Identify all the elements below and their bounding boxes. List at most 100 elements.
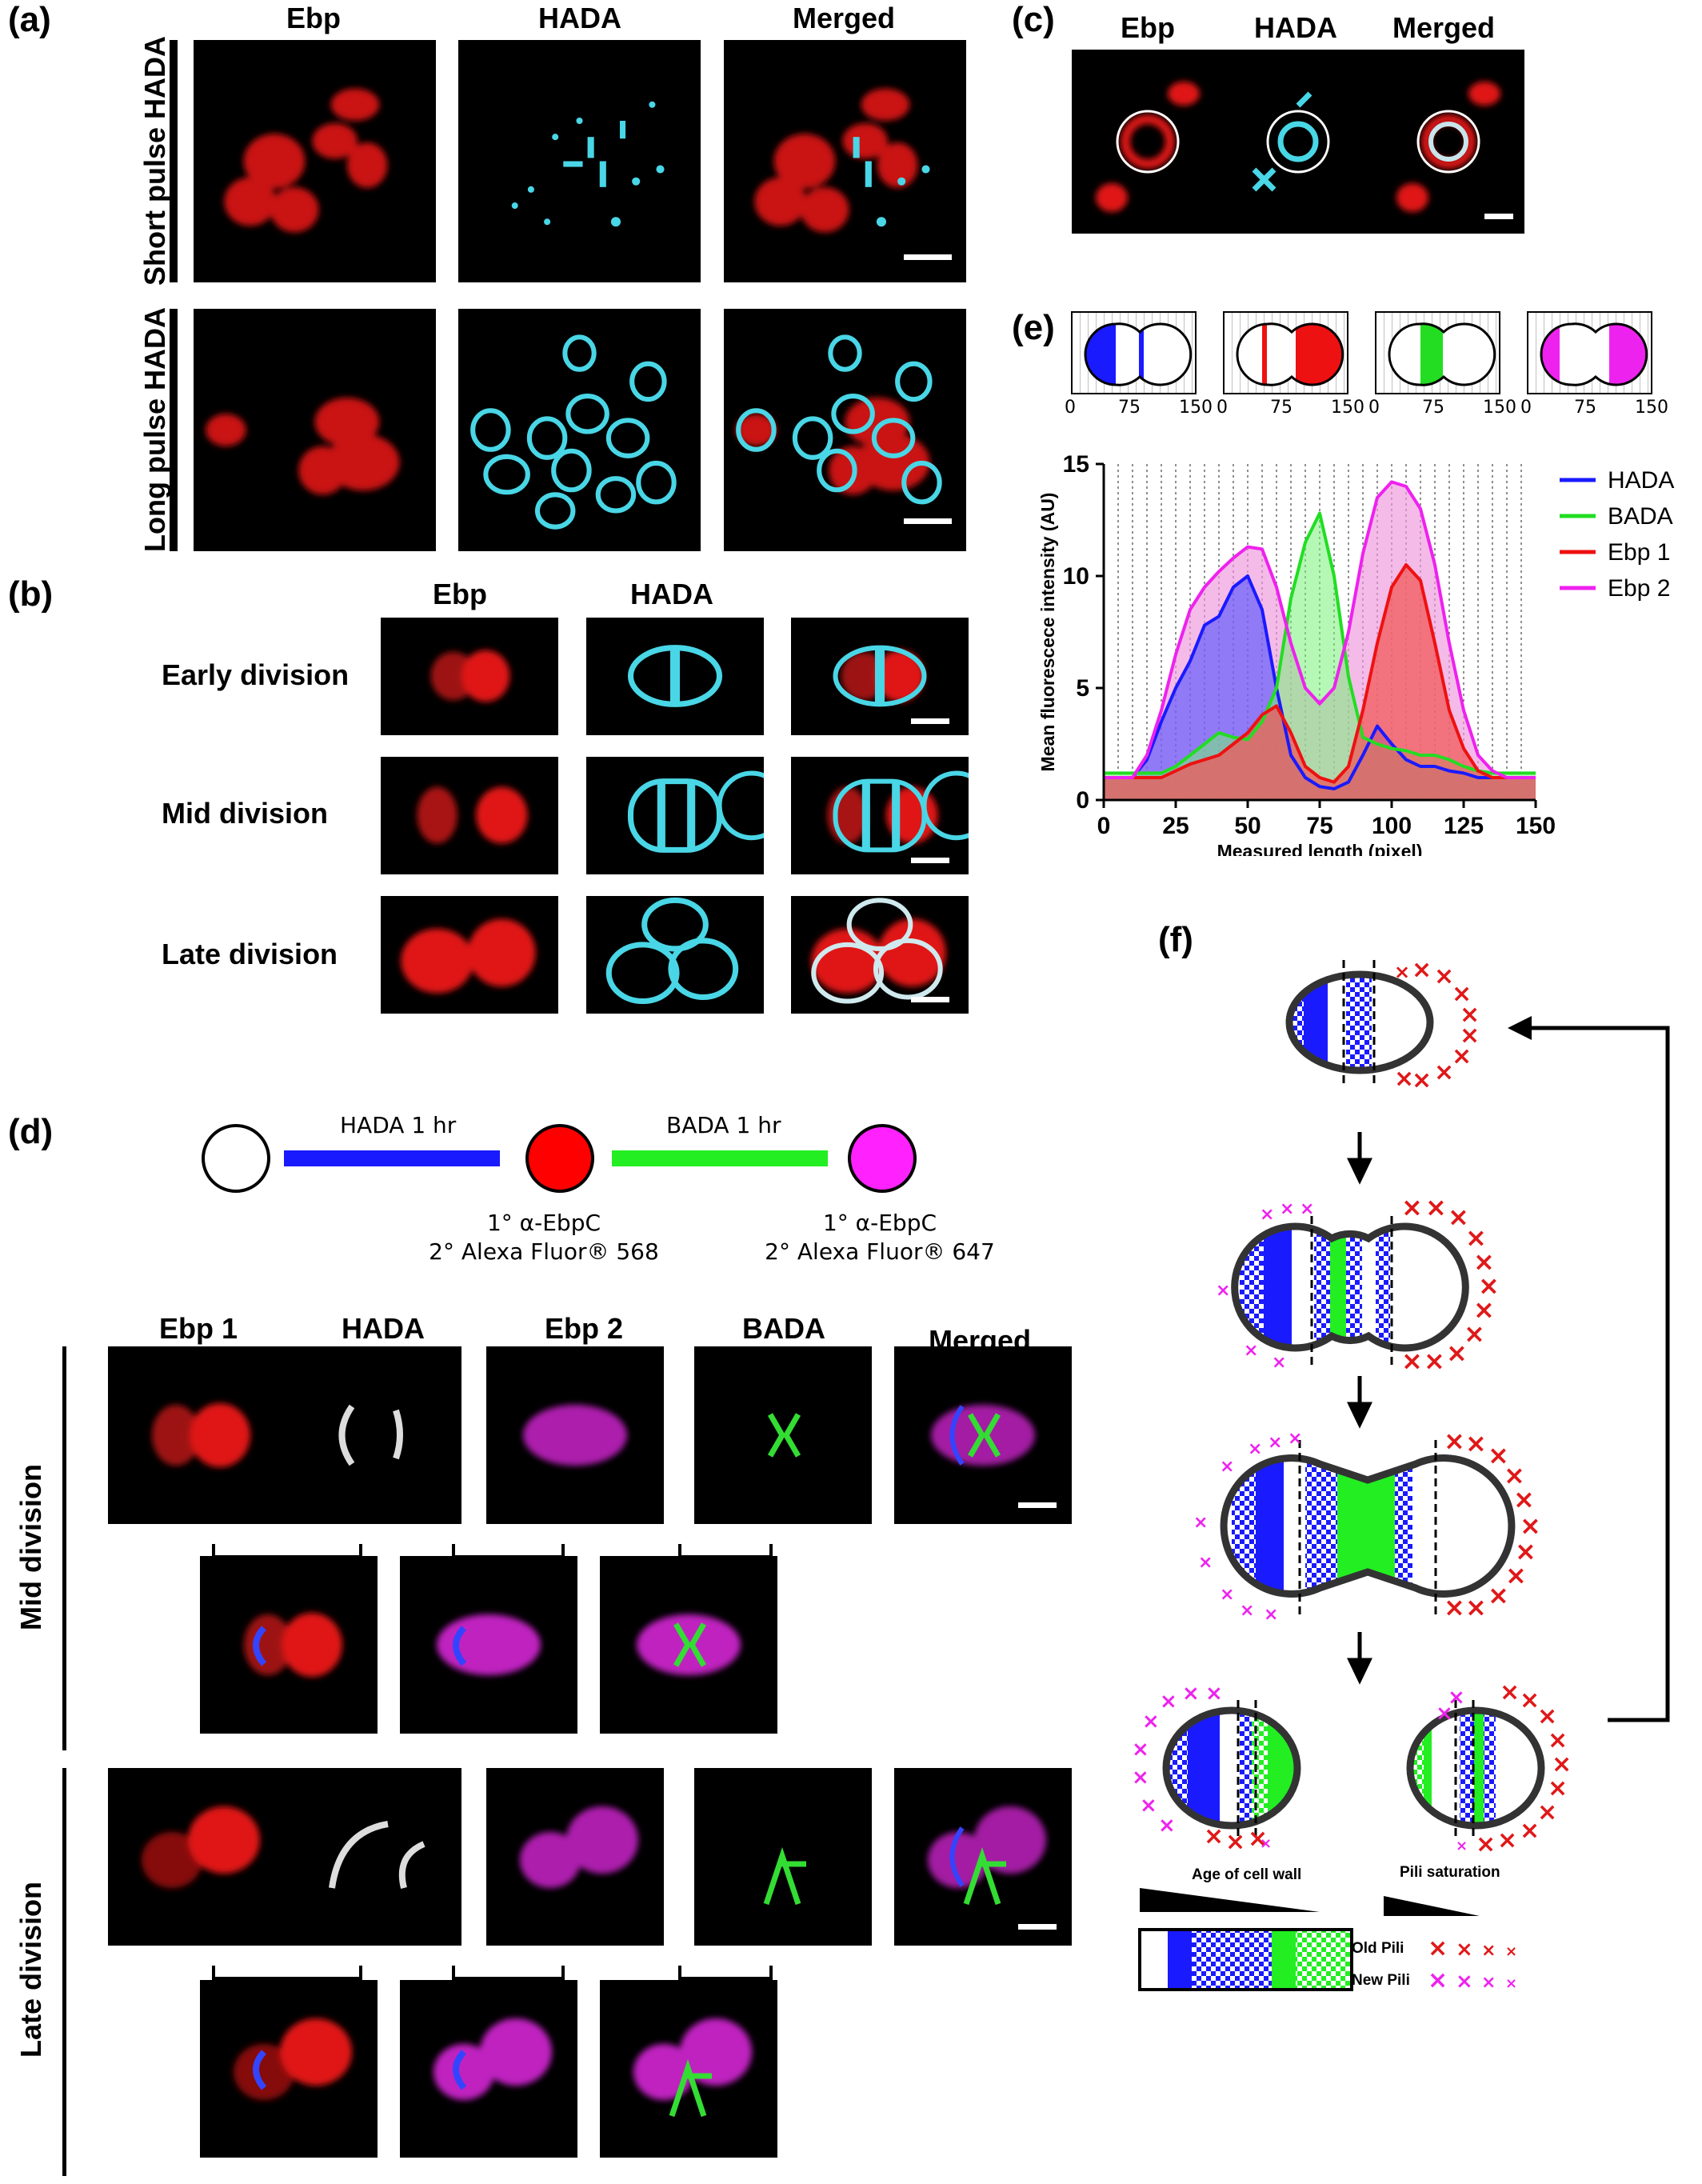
series-line-ebp-1: [1104, 563, 1536, 784]
svg-text:×: ×: [1424, 1346, 1445, 1376]
y-tick-label: 5: [1076, 675, 1089, 702]
legend-entry: HADA: [1608, 467, 1674, 494]
legend-new-pili: New Pili: [1352, 1972, 1410, 1989]
scale-bar: [1484, 214, 1513, 219]
panel-b-label: (b): [8, 574, 54, 614]
svg-text:×: ×: [1481, 1941, 1496, 1961]
svg-text:×: ×: [1394, 961, 1410, 983]
svg-text:×: ×: [1448, 1202, 1469, 1232]
schematic-tick-label: 0: [1520, 398, 1532, 418]
panel-a-row-long: Long pulse HADA: [138, 307, 171, 552]
svg-text:×: ×: [1500, 1678, 1520, 1706]
legend-entry: BADA: [1608, 503, 1673, 530]
legend-age-label: Age of cell wall: [1192, 1866, 1302, 1883]
panel-d-mid-bar: [62, 1346, 66, 1750]
svg-text:×: ×: [1537, 1798, 1557, 1826]
svg-text:×: ×: [1244, 1341, 1258, 1361]
schematic-tick-label: 75: [1574, 398, 1596, 418]
micrograph-b-mid-ebp: [381, 757, 558, 874]
svg-text:×: ×: [1272, 1353, 1286, 1373]
schematic-ebp1: [1223, 311, 1348, 394]
micrograph-d-bada: [694, 1346, 872, 1524]
svg-text:×: ×: [1132, 1738, 1149, 1762]
svg-text:×: ×: [1444, 1592, 1465, 1622]
svg-text:×: ×: [1513, 1484, 1535, 1514]
x-tick-label: 100: [1372, 813, 1412, 839]
schematic-tick-label: 150: [1331, 398, 1364, 418]
panel-d-late-bar: [62, 1768, 66, 2176]
panel-d-row-late: Late division: [14, 1881, 47, 2058]
micrograph-d-overlay-s1: [200, 1556, 378, 1734]
svg-text:×: ×: [1288, 1429, 1302, 1449]
panel-a-col-ebp: Ebp: [286, 2, 341, 34]
micrograph-d-hada: [284, 1346, 461, 1524]
svg-text:×: ×: [1220, 1585, 1234, 1605]
bracket: [212, 1966, 362, 1980]
svg-text:×: ×: [1193, 1513, 1208, 1533]
svg-text:×: ×: [1394, 1065, 1414, 1093]
area-ebp-1: [1104, 565, 1536, 800]
x-tick-label: 25: [1162, 813, 1189, 839]
svg-text:×: ×: [1448, 1686, 1465, 1710]
panel-f-model: × × × × × × × × × × × × × × × × × × × × × × × × × × ×: [1132, 956, 1670, 1994]
svg-text:×: ×: [1434, 962, 1454, 990]
svg-text:×: ×: [1444, 1426, 1465, 1456]
svg-text:×: ×: [1225, 1828, 1245, 1856]
svg-text:×: ×: [1248, 1439, 1262, 1459]
schematic-tick-label: 75: [1270, 398, 1292, 418]
panel-c-col-ebp: Ebp: [1121, 11, 1175, 44]
panel-d-col-ebp2: Ebp 2: [544, 1312, 623, 1345]
svg-text:×: ×: [1465, 1222, 1487, 1253]
micrograph-c-merged: [1372, 50, 1524, 234]
panel-a-label: (a): [8, 0, 51, 39]
svg-text:×: ×: [1158, 1814, 1176, 1838]
svg-text:×: ×: [1481, 1973, 1496, 1993]
bracket: [678, 1966, 773, 1980]
scale-bar: [1018, 1502, 1057, 1508]
scale-bar: [904, 518, 952, 524]
svg-text:×: ×: [1460, 1022, 1480, 1050]
schematic-bada: [1375, 311, 1500, 394]
scale-bar: [911, 997, 949, 1002]
micrograph-d-overlay-s2: [400, 1556, 577, 1734]
legend-entry: Ebp 2: [1608, 575, 1670, 602]
svg-text:×: ×: [1520, 1817, 1540, 1845]
svg-text:×: ×: [1280, 1199, 1294, 1219]
svg-text:×: ×: [1260, 1835, 1272, 1852]
micrograph-d-overlay-s3: [600, 1556, 777, 1734]
svg-text:×: ×: [1248, 1825, 1268, 1853]
svg-text:×: ×: [1240, 1601, 1254, 1621]
svg-text:×: ×: [1473, 1294, 1495, 1325]
x-tick-label: 0: [1097, 813, 1111, 839]
y-tick-label: 10: [1063, 563, 1089, 590]
panel-d-label: (d): [8, 1112, 54, 1151]
svg-text:×: ×: [1401, 1346, 1423, 1376]
svg-text:×: ×: [1497, 1826, 1517, 1854]
svg-text:×: ×: [1425, 1192, 1447, 1222]
micrograph-b-late-hada: [586, 896, 764, 1014]
micrograph-d-overlay-s2: [400, 1980, 577, 2158]
x-tick-label: 150: [1516, 813, 1556, 839]
micrograph-d-hada: [284, 1768, 461, 1946]
micrograph-b-early-hada: [586, 618, 764, 735]
svg-text:×: ×: [1434, 1058, 1454, 1086]
micrograph-b-late-ebp: [381, 896, 558, 1014]
svg-text:×: ×: [1182, 1682, 1200, 1706]
panel-d-col-hada: HADA: [342, 1312, 425, 1345]
svg-text:×: ×: [1548, 1726, 1568, 1754]
micrograph-b-early-merged: [791, 618, 969, 735]
svg-text:×: ×: [1464, 1318, 1485, 1349]
legend-entry: Ebp 1: [1608, 539, 1670, 566]
svg-text:×: ×: [1205, 1682, 1223, 1706]
timeline-bada-label: BADA 1 hr: [666, 1112, 781, 1138]
svg-text:×: ×: [1446, 1338, 1468, 1368]
micrograph-a-merged-long: [724, 309, 966, 551]
svg-text:×: ×: [1488, 1580, 1509, 1610]
svg-text:×: ×: [1520, 1510, 1541, 1541]
svg-text:×: ×: [1300, 1199, 1314, 1219]
svg-text:×: ×: [1220, 1457, 1234, 1477]
timeline-ab2-primary: 1° α-EbpC: [822, 1210, 937, 1236]
schematic-tick-label: 0: [1368, 398, 1380, 418]
panel-b-row-early: Early division: [162, 658, 350, 691]
